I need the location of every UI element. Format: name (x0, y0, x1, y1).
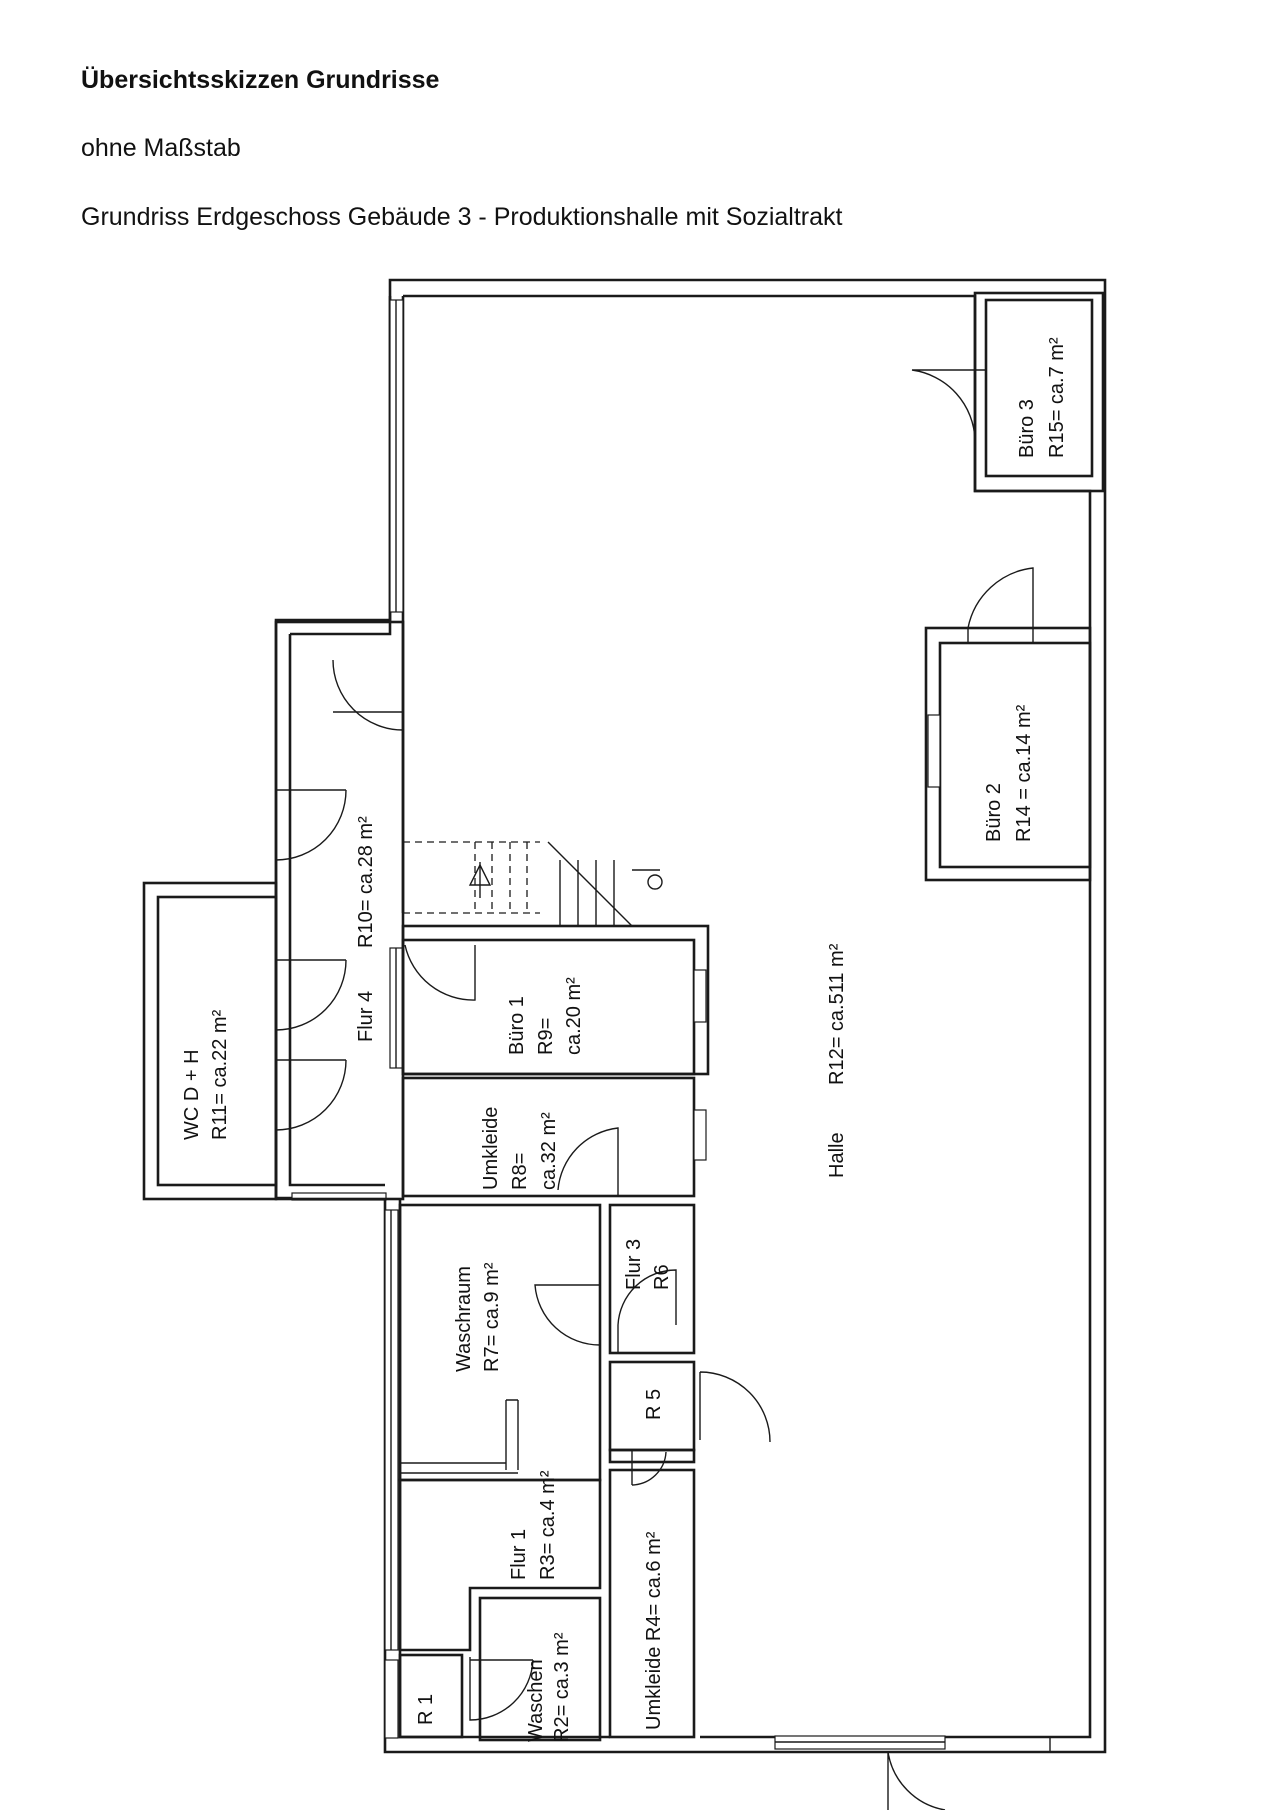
flur4-area: R10= ca.28 m² (355, 816, 377, 948)
umkleide4-name: Umkleide R4= ca.6 m² (643, 1531, 665, 1730)
room-buero2: Büro 2 R14 = ca.14 m² (924, 567, 1092, 882)
room-flur4: Flur 4 R10= ca.28 m² (274, 620, 405, 1201)
waschraum-area: R7= ca.9 m² (481, 1262, 503, 1372)
wc-area: R11= ca.22 m² (209, 1009, 231, 1140)
buero2-area: R14 = ca.14 m² (1013, 704, 1035, 842)
room-umkleide4: Umkleide R4= ca.6 m² (608, 1450, 696, 1739)
room-buero3: Büro 3 R15= ca.7 m² (911, 291, 1105, 493)
halle-area: R12= ca.511 m² (826, 943, 848, 1085)
buero1-name: Büro 1 (506, 996, 528, 1055)
flur1-area: R3= ca.4 m² (537, 1470, 559, 1580)
umkleide8-id: R8= (509, 1153, 531, 1190)
room-r1: R 1 (398, 1653, 464, 1739)
flur4-name: Flur 4 (355, 991, 377, 1042)
document-title: Übersichtsskizzen Grundrisse (81, 66, 440, 94)
room-r5: R 5 (608, 1360, 771, 1464)
flur1-name: Flur 1 (508, 1529, 530, 1580)
room-umkleide8: Umkleide R8= ca.32 m² (401, 1076, 707, 1198)
west-windows (291, 299, 404, 1739)
room-flur3: Flur 3 R6 (608, 1203, 696, 1355)
flur3-id: R6 (651, 1264, 673, 1290)
room-halle: Halle R12= ca.511 m² (826, 943, 848, 1178)
room-waschen: Waschen R2= ca.3 m² (469, 1596, 602, 1742)
buero2-name: Büro 2 (983, 783, 1005, 842)
document-subtitle: Grundriss Erdgeschoss Gebäude 3 - Produk… (81, 203, 843, 231)
waschen-name: Waschen (525, 1659, 547, 1742)
halle-south-door (774, 1735, 1051, 1810)
room-waschraum: Waschraum R7= ca.9 m² (398, 1203, 602, 1482)
r1-name: R 1 (415, 1694, 437, 1725)
halle-name: Halle (826, 1132, 848, 1178)
room-wc: WC D + H R11= ca.22 m² (142, 881, 347, 1201)
staircase (403, 841, 663, 927)
room-flur1: Flur 1 R3= ca.4 m² (398, 1470, 602, 1652)
buero3-area: R15= ca.7 m² (1046, 337, 1068, 458)
umkleide8-name: Umkleide (480, 1107, 502, 1190)
scale-note: ohne Maßstab (81, 134, 241, 162)
room-buero1: Büro 1 R9= ca.20 m² (401, 924, 710, 1076)
waschraum-name: Waschraum (453, 1266, 475, 1372)
buero3-name: Büro 3 (1016, 399, 1038, 458)
buero1-id: R9= (535, 1018, 557, 1055)
waschen-area: R2= ca.3 m² (551, 1632, 573, 1742)
umkleide8-area: ca.32 m² (538, 1112, 560, 1190)
r5-name: R 5 (643, 1389, 665, 1420)
wc-name: WC D + H (181, 1049, 203, 1140)
flur3-name: Flur 3 (623, 1239, 645, 1290)
buero1-area: ca.20 m² (563, 977, 585, 1055)
